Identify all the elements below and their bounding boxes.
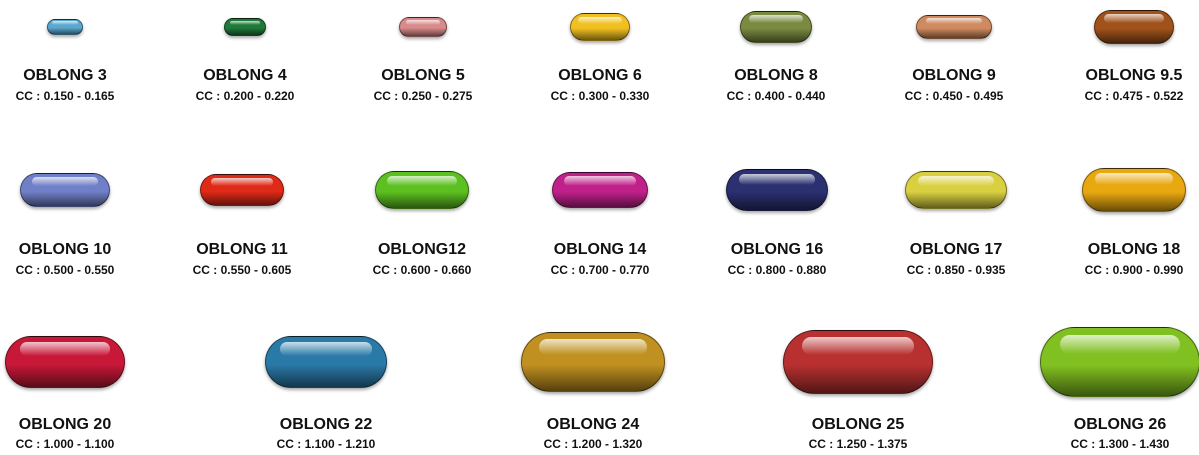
capsule-item: OBLONG 9 CC : 0.450 - 0.495	[869, 0, 1039, 455]
capsule-pill	[552, 172, 648, 208]
capsule-cc-range: CC : 1.000 - 1.100	[15, 437, 115, 451]
capsule-cc-range: CC : 0.600 - 0.660	[372, 263, 472, 277]
capsule-item: OBLONG 10 CC : 0.500 - 0.550	[0, 0, 150, 455]
capsule-pill-wrapper	[241, 336, 411, 388]
capsule-cc-range: CC : 1.100 - 1.210	[276, 437, 376, 451]
capsule-pill	[200, 174, 284, 206]
capsule-cc-range: CC : 1.200 - 1.320	[543, 437, 643, 451]
capsule-pill	[1094, 10, 1174, 44]
capsule-pill-wrapper	[338, 17, 508, 37]
capsule-item: OBLONG 18 CC : 0.900 - 0.990	[1049, 0, 1199, 455]
capsule-pill	[916, 15, 992, 39]
capsule-name: OBLONG 5	[381, 67, 465, 84]
capsule-item: OBLONG 3 CC : 0.150 - 0.165	[0, 0, 150, 455]
capsule-name: OBLONG 14	[553, 241, 647, 258]
capsule-pill-wrapper	[337, 171, 507, 209]
capsule-pill	[905, 171, 1007, 209]
capsule-pill-wrapper	[0, 19, 150, 35]
capsule-name: OBLONG 16	[730, 241, 824, 258]
capsule-cc-range: CC : 0.475 - 0.522	[1084, 89, 1184, 103]
capsule-pill-wrapper	[508, 332, 678, 392]
capsule-pill	[570, 13, 630, 41]
capsule-cc-range: CC : 0.400 - 0.440	[726, 89, 826, 103]
capsule-item: OBLONG 26 CC : 1.300 - 1.430	[1035, 0, 1199, 455]
capsule-name: OBLONG 22	[279, 416, 373, 433]
capsule-name: OBLONG 26	[1073, 416, 1167, 433]
capsule-cc-range: CC : 0.900 - 0.990	[1084, 263, 1184, 277]
capsule-pill	[1040, 327, 1199, 397]
capsule-pill	[740, 11, 812, 43]
capsule-name: OBLONG 8	[734, 67, 818, 84]
capsule-pill	[265, 336, 387, 388]
capsule-pill-wrapper	[773, 330, 943, 394]
capsule-cc-range: CC : 0.700 - 0.770	[550, 263, 650, 277]
capsule-item: OBLONG 22 CC : 1.100 - 1.210	[241, 0, 411, 455]
capsule-pill	[399, 17, 447, 37]
capsule-pill	[1082, 168, 1186, 212]
capsule-item: OBLONG 9.5 CC : 0.475 - 0.522	[1049, 0, 1199, 455]
capsule-cc-range: CC : 0.550 - 0.605	[192, 263, 292, 277]
capsule-item: OBLONG 20 CC : 1.000 - 1.100	[0, 0, 150, 455]
capsule-pill-wrapper	[1035, 327, 1199, 397]
capsule-pill-wrapper	[515, 172, 685, 208]
capsule-item: OBLONG 14 CC : 0.700 - 0.770	[515, 0, 685, 455]
capsule-cc-range: CC : 0.850 - 0.935	[906, 263, 1006, 277]
capsule-name: OBLONG 11	[196, 241, 288, 258]
capsule-pill-wrapper	[1049, 10, 1199, 44]
capsule-pill-wrapper	[871, 171, 1041, 209]
capsule-name: OBLONG 24	[546, 416, 640, 433]
capsule-pill-wrapper	[869, 15, 1039, 39]
capsule-name: OBLONG 20	[18, 416, 112, 433]
capsule-item: OBLONG 24 CC : 1.200 - 1.320	[508, 0, 678, 455]
capsule-pill-wrapper	[691, 11, 861, 43]
capsule-item: OBLONG12 CC : 0.600 - 0.660	[337, 0, 507, 455]
capsule-pill-wrapper	[0, 173, 150, 207]
capsule-name: OBLONG 4	[203, 67, 287, 84]
capsule-item: OBLONG 11 CC : 0.550 - 0.605	[157, 0, 327, 455]
capsule-pill-wrapper	[515, 13, 685, 41]
capsule-cc-range: CC : 1.300 - 1.430	[1070, 437, 1170, 451]
capsule-item: OBLONG 6 CC : 0.300 - 0.330	[515, 0, 685, 455]
capsule-item: OBLONG 16 CC : 0.800 - 0.880	[692, 0, 862, 455]
capsule-pill-wrapper	[0, 336, 150, 388]
capsule-cc-range: CC : 0.800 - 0.880	[727, 263, 827, 277]
capsule-cc-range: CC : 1.250 - 1.375	[808, 437, 908, 451]
capsule-item: OBLONG 4 CC : 0.200 - 0.220	[160, 0, 330, 455]
capsule-cc-range: CC : 0.200 - 0.220	[195, 89, 295, 103]
capsule-pill	[224, 18, 266, 36]
capsule-cc-range: CC : 0.250 - 0.275	[373, 89, 473, 103]
capsule-item: OBLONG 8 CC : 0.400 - 0.440	[691, 0, 861, 455]
capsule-item: OBLONG 17 CC : 0.850 - 0.935	[871, 0, 1041, 455]
capsule-pill	[375, 171, 469, 209]
capsule-pill	[783, 330, 933, 394]
capsule-pill-wrapper	[692, 169, 862, 211]
capsule-cc-range: CC : 0.500 - 0.550	[15, 263, 115, 277]
capsule-pill	[726, 169, 828, 211]
capsule-name: OBLONG 9	[912, 67, 996, 84]
capsule-pill	[47, 19, 83, 35]
capsule-pill	[20, 173, 110, 207]
capsule-cc-range: CC : 0.150 - 0.165	[15, 89, 115, 103]
capsule-name: OBLONG 25	[811, 416, 905, 433]
capsule-pill-wrapper	[160, 18, 330, 36]
capsule-name: OBLONG 18	[1087, 241, 1181, 258]
capsule-name: OBLONG 3	[23, 67, 107, 84]
capsule-name: OBLONG 17	[909, 241, 1003, 258]
capsule-pill	[521, 332, 665, 392]
capsule-item: OBLONG 25 CC : 1.250 - 1.375	[773, 0, 943, 455]
capsule-name: OBLONG 6	[558, 67, 642, 84]
capsule-name: OBLONG12	[377, 241, 466, 258]
capsule-cc-range: CC : 0.450 - 0.495	[904, 89, 1004, 103]
capsule-cc-range: CC : 0.300 - 0.330	[550, 89, 650, 103]
capsule-pill	[5, 336, 125, 388]
capsule-item: OBLONG 5 CC : 0.250 - 0.275	[338, 0, 508, 455]
capsule-pill-wrapper	[157, 174, 327, 206]
capsule-name: OBLONG 10	[18, 241, 112, 258]
capsule-pill-wrapper	[1049, 168, 1199, 212]
capsule-name: OBLONG 9.5	[1085, 67, 1183, 84]
